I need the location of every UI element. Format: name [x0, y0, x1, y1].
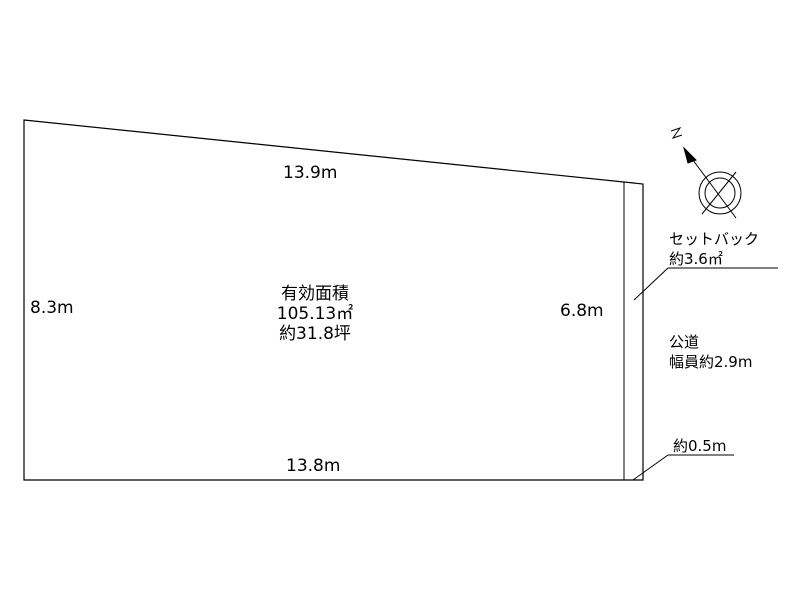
right-edge-length: 6.8m — [560, 301, 604, 321]
bottom-edge-length: 13.8m — [286, 456, 341, 476]
effective-area-label: 有効面積 — [281, 284, 349, 304]
width-leader-line — [632, 454, 669, 481]
north-arrow-icon — [670, 127, 742, 219]
effective-area-sqm: 105.13㎡ — [276, 304, 354, 324]
setback-leader-line — [633, 267, 669, 301]
top-edge-length: 13.9m — [283, 163, 338, 183]
lot-outline — [23, 119, 644, 481]
road-width: 幅員約2.9m — [669, 353, 753, 371]
setback-width: 約0.5m — [673, 437, 727, 455]
setback-label: セットバック — [669, 230, 760, 248]
effective-area-tsubo: 約31.8坪 — [279, 324, 351, 344]
road-label: 公道 — [669, 333, 700, 351]
left-edge-length: 8.3m — [30, 298, 74, 318]
setback-area: 約3.6㎡ — [669, 250, 723, 268]
effective-area-block: 有効面積 105.13㎡ 約31.8坪 — [250, 284, 380, 344]
